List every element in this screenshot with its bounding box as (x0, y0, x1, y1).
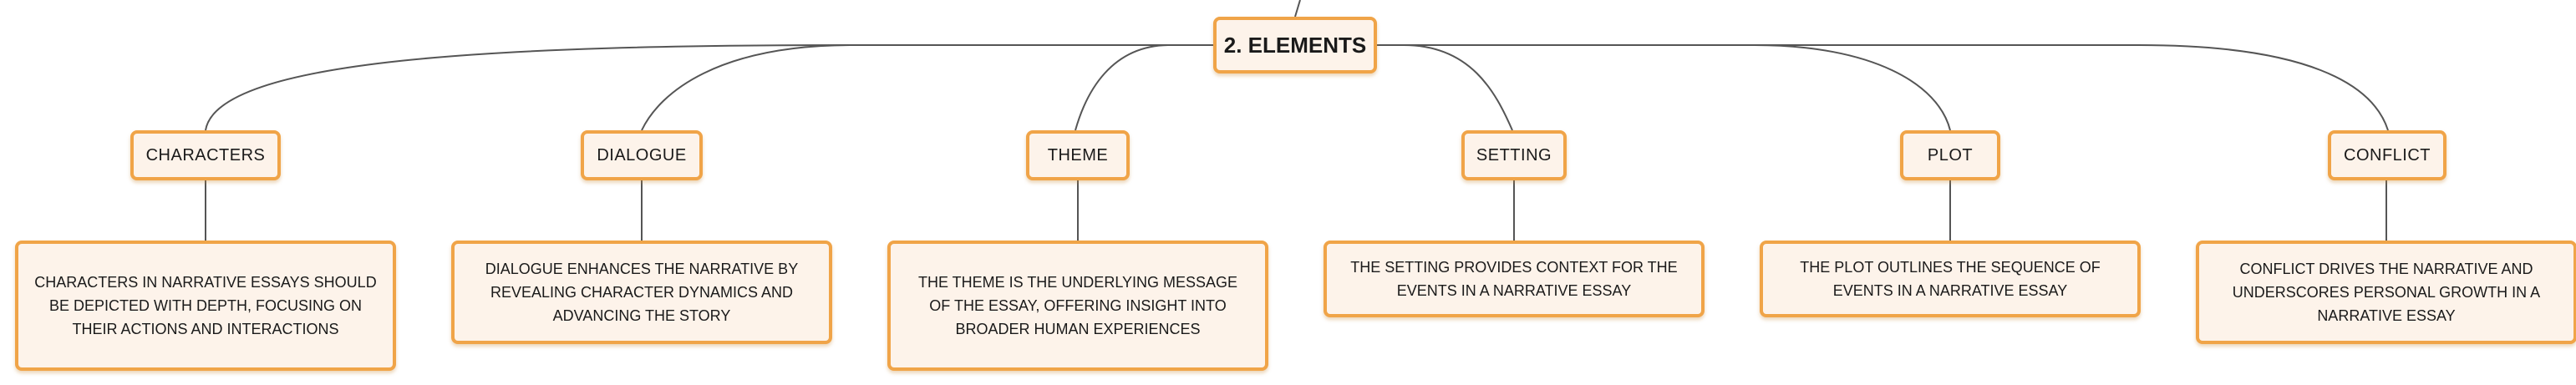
category-label: THEME (1047, 145, 1109, 165)
description-setting[interactable]: THE SETTING PROVIDES CONTEXT FOR THE EVE… (1324, 241, 1705, 317)
connector-plot (1377, 44, 1951, 131)
connector-setting (1377, 44, 1513, 131)
description-theme[interactable]: THE THEME IS THE UNDERLYING MESSAGE OF T… (887, 241, 1268, 371)
category-label: PLOT (1927, 145, 1974, 165)
category-setting[interactable]: SETTING (1461, 130, 1567, 180)
category-dialogue[interactable]: DIALOGUE (581, 130, 703, 180)
category-label: SETTING (1476, 145, 1552, 165)
category-label: CHARACTERS (145, 145, 266, 165)
description-text: THE SETTING PROVIDES CONTEXT FOR THE EVE… (1350, 259, 1678, 299)
description-dialogue[interactable]: DIALOGUE ENHANCES THE NARRATIVE BY REVEA… (451, 241, 832, 344)
description-text: CHARACTERS IN NARRATIVE ESSAYS SHOULD BE… (34, 274, 377, 337)
category-plot[interactable]: PLOT (1900, 130, 2000, 180)
category-theme[interactable]: THEME (1026, 130, 1130, 180)
root-label: 2. ELEMENTS (1223, 32, 1367, 58)
category-conflict[interactable]: CONFLICT (2328, 130, 2446, 180)
description-text: THE PLOT OUTLINES THE SEQUENCE OF EVENTS… (1800, 259, 2101, 299)
description-text: THE THEME IS THE UNDERLYING MESSAGE OF T… (917, 274, 1238, 337)
description-conflict[interactable]: CONFLICT DRIVES THE NARRATIVE AND UNDERS… (2196, 241, 2576, 344)
connector-theme (1075, 44, 1213, 131)
category-label: CONFLICT (2344, 145, 2431, 165)
category-characters[interactable]: CHARACTERS (130, 130, 281, 180)
connector-dialogue (641, 44, 1213, 131)
description-text: DIALOGUE ENHANCES THE NARRATIVE BY REVEA… (485, 261, 799, 324)
connector-conflict (1377, 44, 2389, 131)
description-characters[interactable]: CHARACTERS IN NARRATIVE ESSAYS SHOULD BE… (15, 241, 396, 371)
root-node[interactable]: 2. ELEMENTS (1213, 17, 1377, 73)
category-label: DIALOGUE (597, 145, 687, 165)
connector-parent (1294, 0, 1301, 18)
description-plot[interactable]: THE PLOT OUTLINES THE SEQUENCE OF EVENTS… (1760, 241, 2141, 317)
connector-characters (205, 44, 1213, 131)
description-text: CONFLICT DRIVES THE NARRATIVE AND UNDERS… (2232, 261, 2541, 324)
